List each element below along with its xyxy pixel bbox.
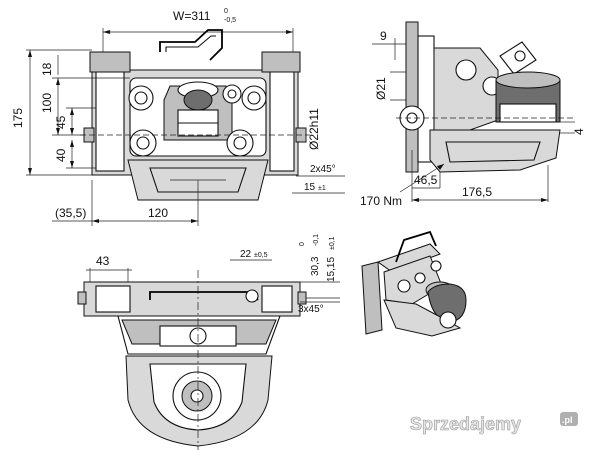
dim-22: 22: [240, 249, 252, 260]
isometric-view: [361, 230, 467, 337]
dim-width-tol-lower: -0,5: [224, 17, 236, 24]
dim-4: 4: [572, 128, 586, 135]
dim-45: 45: [54, 115, 68, 129]
dim-100: 100: [40, 93, 54, 113]
dim-width: W=311: [173, 9, 211, 23]
dim-30-3-tol-lower: -0,1: [313, 234, 320, 246]
dim-chamfer-3: 3x45°: [298, 304, 324, 315]
dim-176-5: 176,5: [462, 185, 492, 199]
dim-9: 9: [380, 29, 387, 43]
dim-30-3: 30,3: [310, 256, 321, 276]
dim-dia21: Ø21: [374, 77, 388, 100]
dim-15-tol: ±1: [318, 185, 326, 192]
dim-18: 18: [40, 62, 54, 76]
dim-46-5: 46,5: [414, 173, 438, 187]
dim-30-3-tol-upper: 0: [299, 242, 306, 246]
dim-15-15-tol: ±0,1: [329, 236, 336, 250]
side-view: 9 Ø21 4 46,5: [360, 21, 586, 208]
watermark-suffix: .pl: [562, 415, 573, 425]
watermark-logo: Sprzedajemy .pl: [410, 412, 578, 434]
dim-120: 120: [148, 206, 168, 220]
dim-22-tol: ±0,5: [254, 252, 268, 259]
dim-15-15: 15,15: [326, 257, 337, 282]
dim-43: 43: [96, 254, 110, 268]
dim-175: 175: [11, 108, 25, 128]
dim-dia22: Ø22h11: [307, 108, 321, 150]
torque-label: 170 Nm: [360, 194, 402, 208]
dim-chamfer-2: 2x45°: [310, 164, 336, 175]
dim-35-5: (35,5): [55, 206, 86, 220]
top-view: 43 22 ±0,5 30,3 0 -0,1 15,15 ±0,1 3x45°: [77, 234, 340, 450]
watermark-text: Sprzedajemy: [410, 414, 521, 434]
dim-width-tol-upper: 0: [224, 8, 228, 15]
front-view: W=311 0 -0,5: [11, 8, 345, 226]
dim-15: 15: [304, 182, 316, 193]
dim-40: 40: [54, 148, 68, 162]
